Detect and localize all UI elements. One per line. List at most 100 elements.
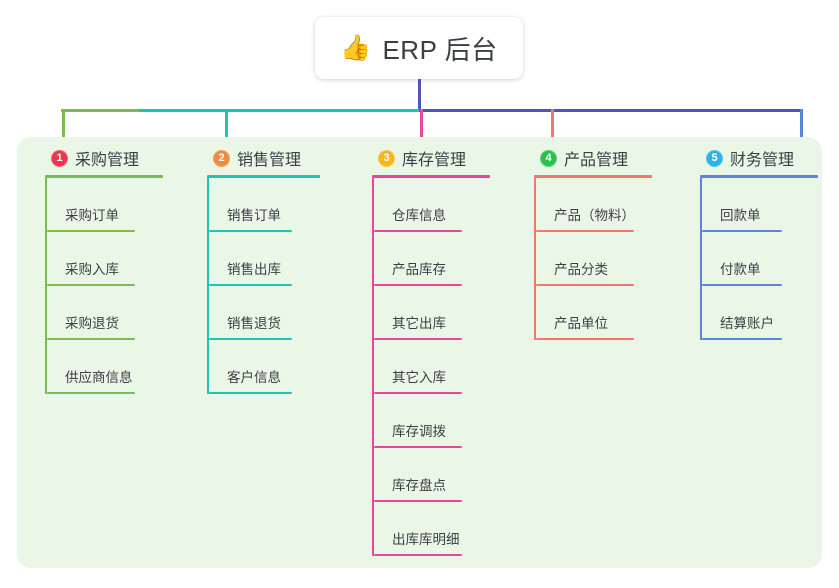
branch-item-label: 产品库存 xyxy=(392,262,446,277)
branch-item-label: 客户信息 xyxy=(227,370,281,385)
branch-item[interactable]: 采购退货 xyxy=(45,286,163,340)
branch-item[interactable]: 客户信息 xyxy=(207,340,320,394)
branch-item[interactable]: 仓库信息 xyxy=(372,178,490,232)
branch-number-badge: 1 xyxy=(51,149,68,167)
branch-item[interactable]: 销售订单 xyxy=(207,178,320,232)
branch-item-label: 销售退货 xyxy=(227,316,281,331)
branch-item-label: 产品（物料） xyxy=(554,208,635,223)
branch-item[interactable]: 采购入库 xyxy=(45,232,163,286)
branch-item-label: 仓库信息 xyxy=(392,208,446,223)
branch-item[interactable]: 付款单 xyxy=(700,232,818,286)
branch-item-label: 采购退货 xyxy=(65,316,119,331)
branch-item-rule xyxy=(47,230,135,232)
branch-item[interactable]: 产品单位 xyxy=(534,286,652,340)
branch-item-label: 采购入库 xyxy=(65,262,119,277)
branch-item-rule xyxy=(374,338,462,340)
branch-item-label: 回款单 xyxy=(720,208,761,223)
branch-item-rule xyxy=(47,284,135,286)
branch-item[interactable]: 库存盘点 xyxy=(372,448,490,502)
branch-item-list: 产品（物料） 产品分类产品单位 xyxy=(534,178,652,340)
drop-finance xyxy=(800,109,803,146)
branch-header-rule xyxy=(45,175,163,178)
branch-item-label: 产品单位 xyxy=(554,316,608,331)
branch-item[interactable]: 其它出库 xyxy=(372,286,490,340)
branch-header-3[interactable]: 3 库存管理 xyxy=(372,145,490,171)
branch-header-rule xyxy=(372,175,490,178)
branch-item-rule xyxy=(536,284,634,286)
branch-item-list: 采购订单采购入库采购退货供应商信息 xyxy=(45,178,163,394)
branch-column-3: 3 库存管理仓库信息产品库存其它出库其它入库库存调拨库存盘点出库库明细 xyxy=(372,145,490,556)
branch-item-rule xyxy=(209,338,292,340)
drop-inventory xyxy=(420,109,423,146)
branch-item-rule xyxy=(536,338,634,340)
branch-item[interactable]: 采购订单 xyxy=(45,178,163,232)
branch-item[interactable]: 结算账户 xyxy=(700,286,818,340)
branch-spine-line xyxy=(207,178,209,394)
branch-item[interactable]: 出库库明细 xyxy=(372,502,490,556)
branch-item[interactable]: 供应商信息 xyxy=(45,340,163,394)
branch-item-rule xyxy=(374,284,462,286)
branch-title: 产品管理 xyxy=(564,152,629,169)
branch-item[interactable]: 库存调拨 xyxy=(372,394,490,448)
branch-item-rule xyxy=(209,284,292,286)
branch-header-rule xyxy=(207,175,320,178)
branch-item-rule xyxy=(374,500,462,502)
thumbs-up-icon: 👍 xyxy=(340,33,372,62)
branch-item-label: 库存盘点 xyxy=(392,478,446,493)
branch-spine-line xyxy=(372,178,374,556)
branch-item-label: 付款单 xyxy=(720,262,761,277)
branch-item[interactable]: 产品库存 xyxy=(372,232,490,286)
branch-item-rule xyxy=(536,230,634,232)
segment-green xyxy=(61,109,139,112)
branch-item-label: 其它入库 xyxy=(392,370,446,385)
branch-item[interactable]: 其它入库 xyxy=(372,340,490,394)
branch-item-label: 库存调拨 xyxy=(392,424,446,439)
branch-item[interactable]: 产品（物料） xyxy=(534,178,652,232)
branch-item-label: 结算账户 xyxy=(720,316,774,331)
branch-header-rule xyxy=(700,175,818,178)
branch-spine-line xyxy=(534,178,536,340)
drop-sales xyxy=(225,109,228,146)
branch-item-rule xyxy=(209,392,292,394)
branch-item-rule xyxy=(374,230,462,232)
branch-item-rule xyxy=(374,446,462,448)
branch-item-rule xyxy=(374,392,462,394)
branch-header-4[interactable]: 4 产品管理 xyxy=(534,145,652,171)
branch-item-label: 其它出库 xyxy=(392,316,446,331)
branch-number-badge: 4 xyxy=(540,149,557,167)
branch-item-rule xyxy=(47,338,135,340)
branch-title: 财务管理 xyxy=(730,152,795,169)
segment-teal xyxy=(139,109,419,112)
drop-purchasing xyxy=(62,109,65,146)
branch-item[interactable]: 回款单 xyxy=(700,178,818,232)
branch-item[interactable]: 销售退货 xyxy=(207,286,320,340)
branch-item-label: 出库库明细 xyxy=(392,532,460,547)
branch-item-rule xyxy=(702,230,782,232)
branch-title: 库存管理 xyxy=(402,152,467,169)
branch-item-label: 供应商信息 xyxy=(65,370,133,385)
branch-number-badge: 3 xyxy=(378,149,395,167)
branch-item-label: 销售订单 xyxy=(227,208,281,223)
branch-column-4: 4 产品管理产品（物料） 产品分类产品单位 xyxy=(534,145,652,340)
branch-item-label: 采购订单 xyxy=(65,208,119,223)
branch-item[interactable]: 销售出库 xyxy=(207,232,320,286)
branch-title: 销售管理 xyxy=(237,152,302,169)
branch-spine-line xyxy=(700,178,702,340)
branch-header-rule xyxy=(534,175,652,178)
branch-item-label: 产品分类 xyxy=(554,262,608,277)
branch-spine-line xyxy=(45,178,47,394)
branch-item-rule xyxy=(209,230,292,232)
branch-item[interactable]: 产品分类 xyxy=(534,232,652,286)
branch-item-label: 销售出库 xyxy=(227,262,281,277)
root-node[interactable]: 👍 ERP 后台 xyxy=(315,17,523,79)
segment-indigo xyxy=(419,109,801,112)
root-node-content: 👍 ERP 后台 xyxy=(340,30,497,67)
